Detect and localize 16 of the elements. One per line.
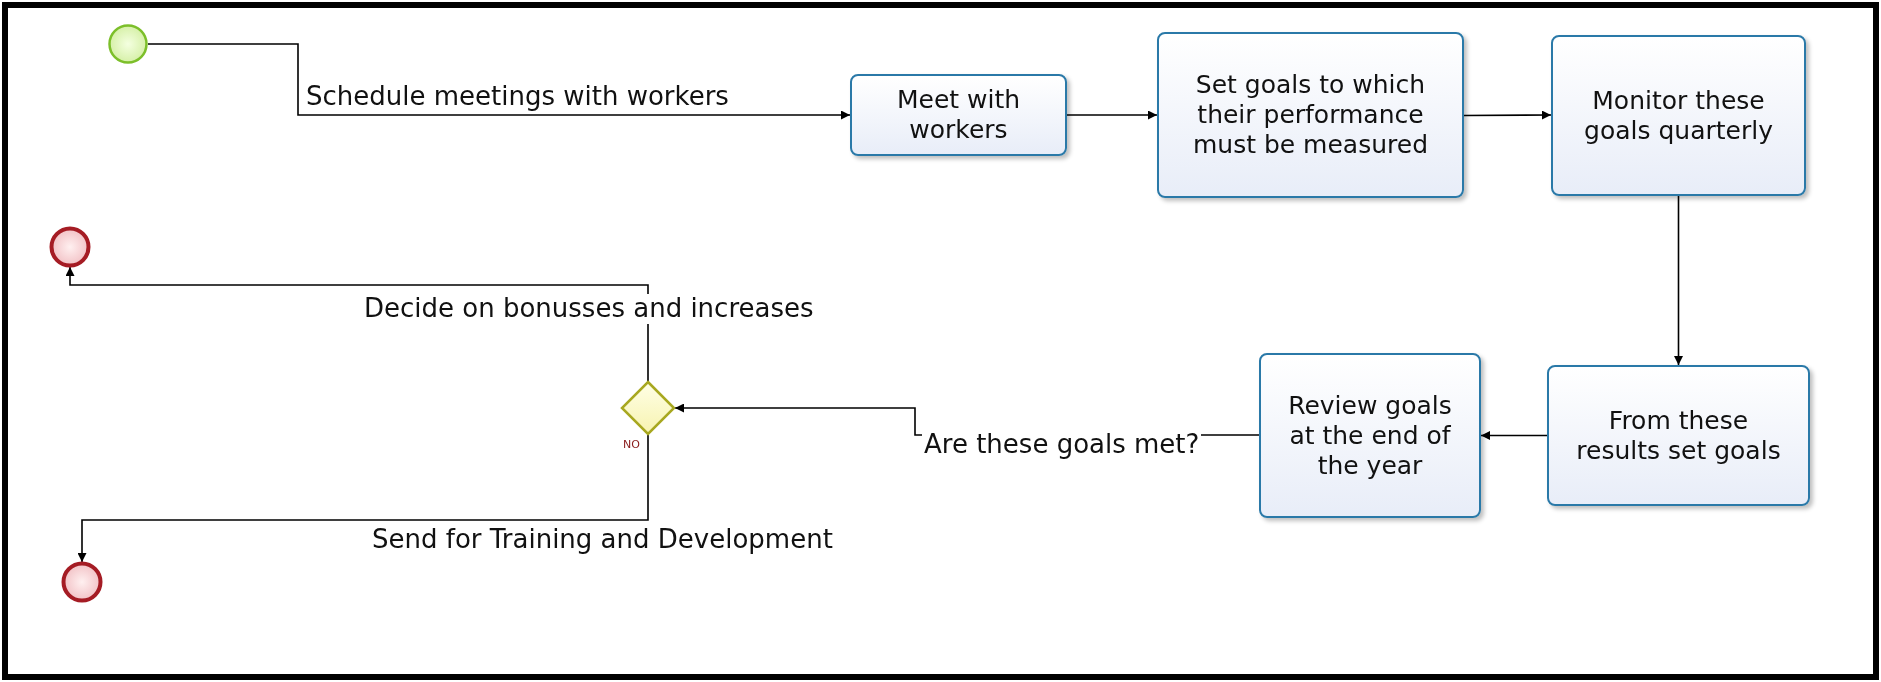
arrow: [1066, 110, 1158, 120]
task-box: Meet with workers: [850, 74, 1067, 156]
edge-label: Schedule meetings with workers: [304, 82, 731, 112]
arrow: [1463, 110, 1552, 120]
task-box: Review goals at the end of the year: [1259, 353, 1481, 518]
edge-label: Are these goals met?: [922, 430, 1202, 460]
arrow: [147, 43, 851, 120]
gateway-label: NO: [623, 438, 640, 451]
task-box: Monitor these goals quarterly: [1551, 35, 1806, 196]
arrow: [1480, 431, 1548, 440]
arrow: [77, 434, 649, 563]
task-box: From these results set goals: [1547, 365, 1810, 506]
edge-label: Send for Training and Development: [370, 525, 835, 555]
task-box: Set goals to which their performance must be measured: [1157, 32, 1464, 198]
arrow: [65, 266, 649, 382]
arrow: [1674, 195, 1683, 366]
